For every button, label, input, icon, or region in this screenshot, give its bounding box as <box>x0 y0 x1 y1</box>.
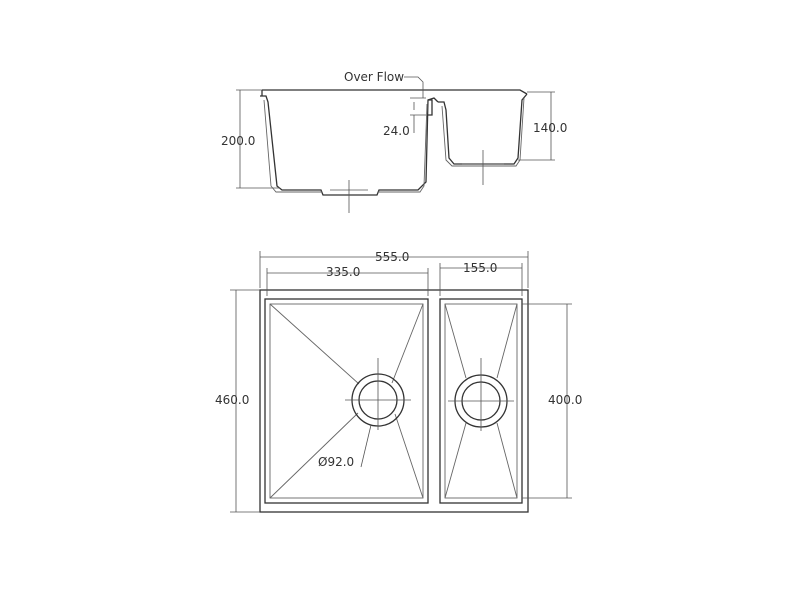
label-main-width: 335.0 <box>326 265 360 279</box>
main-bowl-outer <box>260 95 439 196</box>
label-main-depth: 200.0 <box>221 134 255 148</box>
main-bowl-inner <box>263 99 428 193</box>
small-bowl-plan-outer <box>439 298 523 504</box>
dim-overall-height <box>230 289 260 513</box>
side-view: 200.0 140.0 Over Flow 24.0 <box>221 70 567 213</box>
plan-view: 555.0 335.0 155.0 460.0 400.0 Ø92.0 <box>215 250 582 513</box>
label-overall-width: 555.0 <box>375 250 409 264</box>
dim-small-width <box>439 263 523 296</box>
overflow-leader <box>404 76 424 98</box>
dim-overflow-depth <box>410 97 426 133</box>
main-waste-cross <box>345 358 411 430</box>
small-bowl-inner <box>441 97 525 167</box>
label-overall-height: 460.0 <box>215 393 249 407</box>
small-bowl-plan-inner <box>444 303 518 499</box>
small-bowl-outer <box>438 93 528 165</box>
diameter-leader <box>360 424 372 468</box>
small-waste-centre <box>462 150 504 185</box>
overflow-tube <box>428 99 433 116</box>
main-waste-centre <box>330 180 368 213</box>
main-bowl-valley-lines <box>269 303 424 499</box>
small-bowl-valley-lines <box>444 303 518 499</box>
main-bowl-plan-outer <box>264 298 429 504</box>
label-waste-diameter: Ø92.0 <box>318 455 354 469</box>
label-overflow-depth: 24.0 <box>383 124 410 138</box>
dim-overall-width <box>259 251 529 288</box>
dim-small-depth <box>518 91 555 161</box>
label-small-height: 400.0 <box>548 393 582 407</box>
main-bowl-plan-inner <box>269 303 424 499</box>
overall-outline <box>259 289 529 513</box>
dim-small-height <box>522 303 572 499</box>
label-overflow: Over Flow <box>344 70 404 84</box>
small-waste-cross <box>448 358 514 431</box>
label-small-depth: 140.0 <box>533 121 567 135</box>
small-rim <box>432 89 528 95</box>
dim-main-width <box>266 268 429 296</box>
rim-line <box>261 89 432 96</box>
label-small-width: 155.0 <box>463 261 497 275</box>
dim-main-depth <box>236 89 280 189</box>
